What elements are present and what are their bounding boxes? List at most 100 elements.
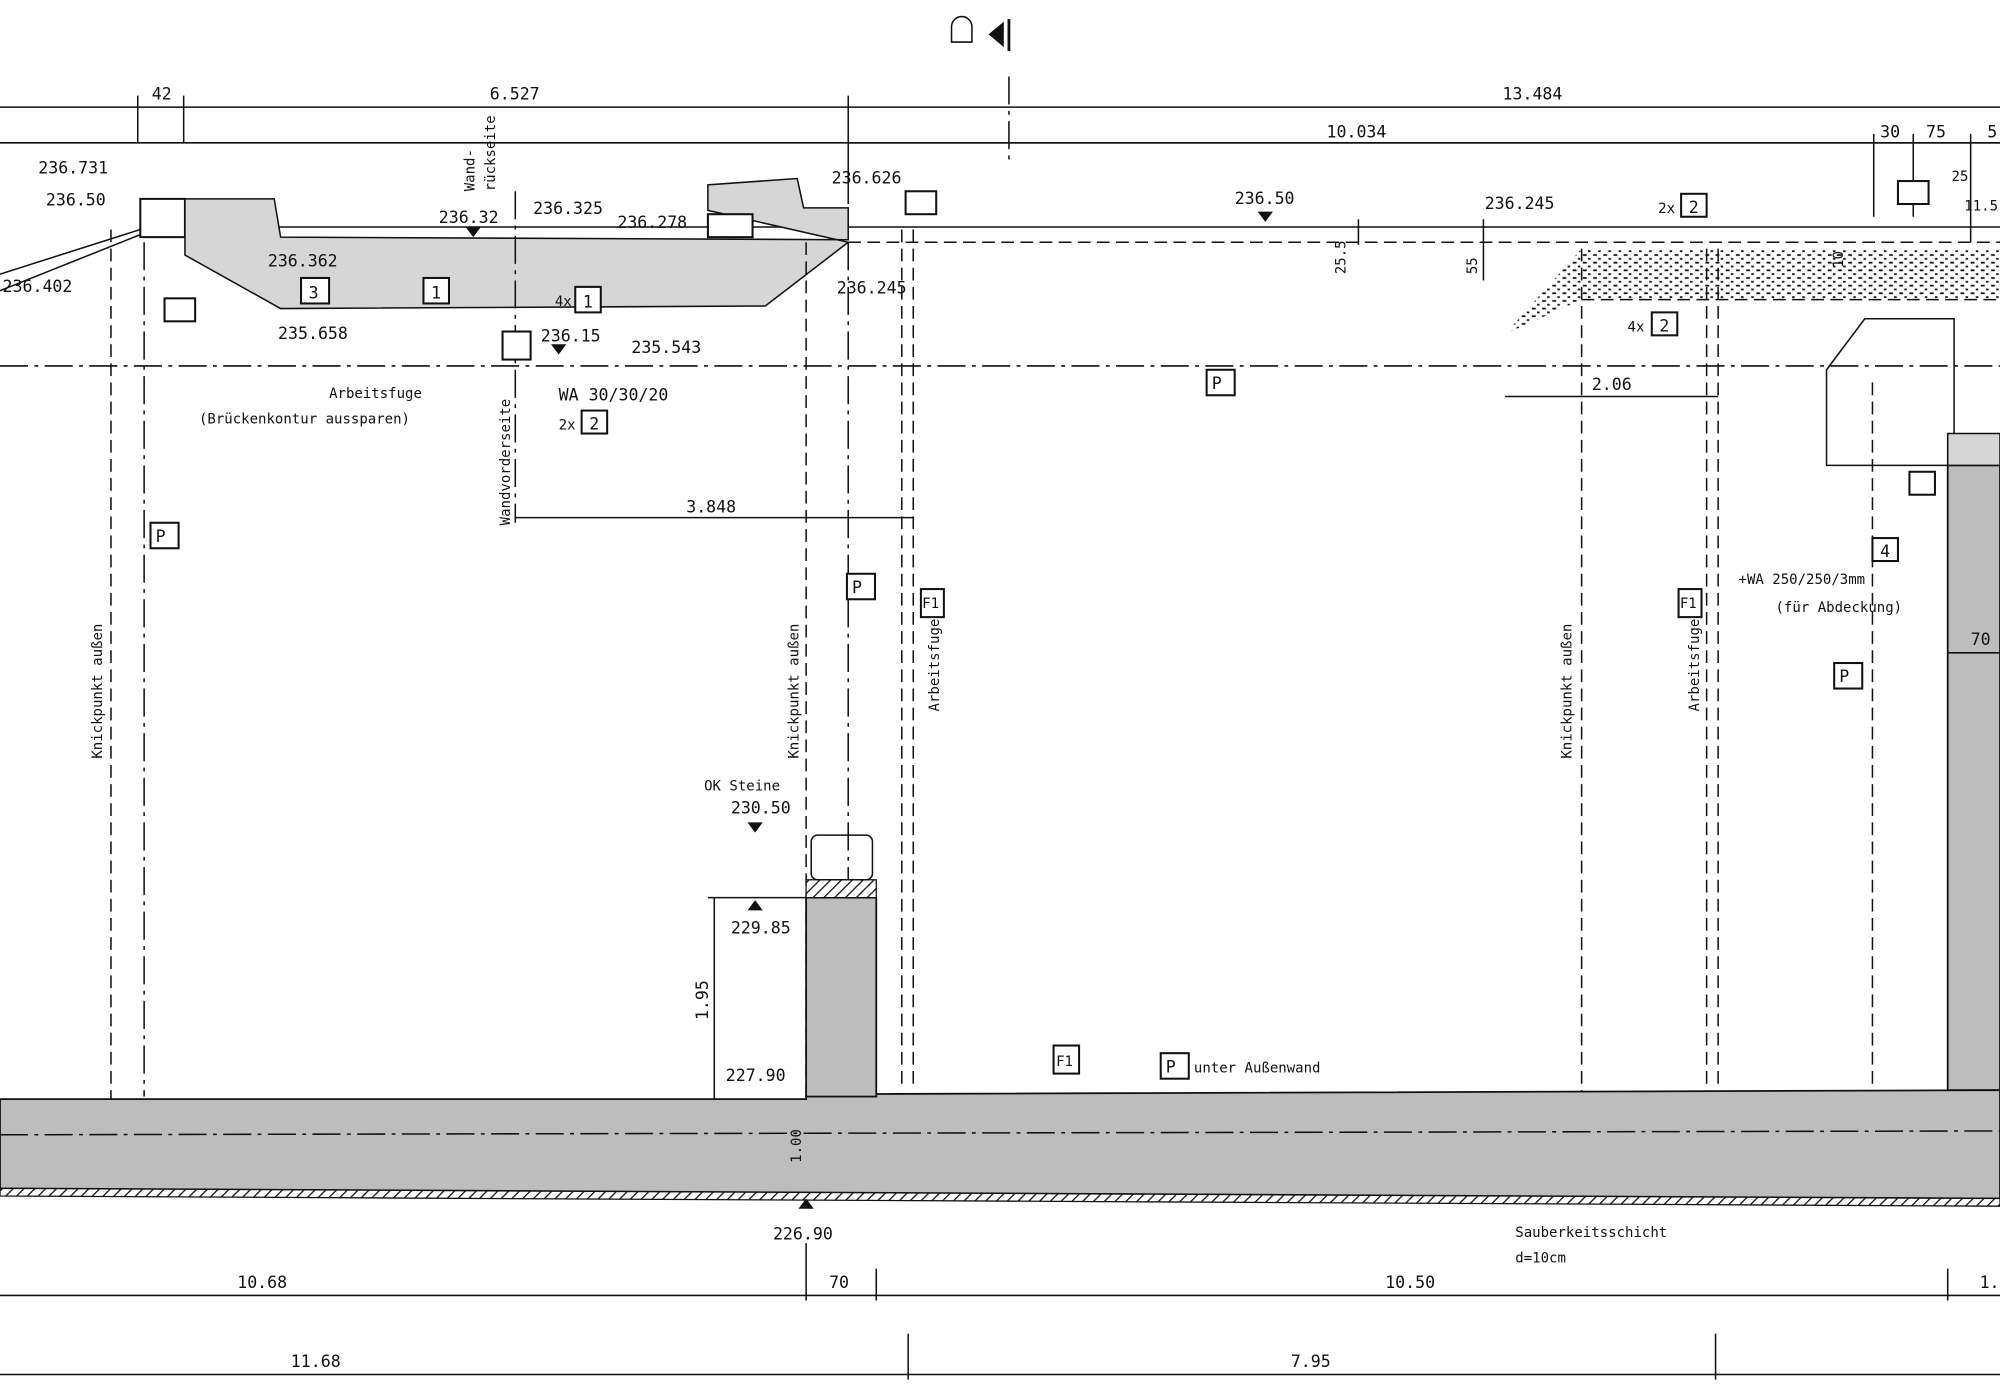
elev-22985: 229.85 [731,918,791,937]
layer-symbol-left-icon [163,297,197,323]
cover-stone [810,834,874,881]
label-2x-b: 2x [1658,201,1675,217]
label-d10cm: d=10cm [1515,1250,1566,1266]
elev-23050: 230.50 [731,798,791,817]
marker-1a [422,276,450,305]
dim-11-5: 11.5 [1964,198,1998,214]
marker-f1-3 [1677,588,1703,619]
dim-70: 70 [829,1273,849,1292]
dim-795: 7.95 [1291,1352,1331,1371]
label-brueckenkontur: (Brückenkontur aussparen) [199,411,410,427]
layer-symbol-right-icon [1896,180,1930,206]
right-wall [1946,464,2000,1092]
dim-25: 25 [1952,169,1969,185]
dim-30: 30 [1880,123,1900,142]
marker-p-2-label: P [1212,374,1222,393]
abutment-outline [1825,317,1955,467]
dim-42: 42 [152,84,172,103]
dim-206: 2.06 [1592,375,1632,394]
dim-1068: 10.68 [237,1273,287,1292]
marker-f1-2-label: F1 [922,596,939,612]
marker-f1-1-label: F1 [1056,1054,1073,1070]
marker-2a-label: 2 [589,415,599,434]
elev-236626: 236.626 [832,169,902,188]
label-unter-aussenwand: unter Außenwand [1194,1060,1321,1076]
marker-p-4 [1833,662,1864,690]
elev-236402: 236.402 [3,277,73,296]
elev-235543: 235.543 [631,338,701,357]
marker-p-3 [845,572,877,601]
elev-236245b: 236.245 [1485,194,1555,213]
dim-6527: 6.527 [490,84,540,103]
middle-wall [805,896,878,1098]
marker-p-4-label: P [1839,667,1849,686]
label-wa-250: +WA 250/250/3mm [1739,572,1866,588]
marker-p-1 [149,521,180,550]
blinding-layer [0,1187,2000,1207]
marker-2c-label: 2 [1659,317,1669,336]
elev-236325: 236.325 [533,199,603,218]
label-wa-30: WA 30/30/20 [559,385,669,404]
dim-1168: 11.68 [291,1352,341,1371]
label-knickpunkt-1: Knickpunkt außen [90,624,106,759]
marker-p-1-label: P [156,527,166,546]
elev-22790: 227.90 [726,1066,786,1085]
label-wandvorderseite: Wandvorderseite [498,399,514,526]
dim-55: 55 [1465,257,1481,274]
label-ok-steine: OK Steine [704,779,780,795]
anchor-plate-icon [501,330,532,361]
marker-2d [1908,470,1936,496]
marker-3-label: 3 [309,283,319,302]
marker-1b-label: 1 [583,292,593,311]
dim-3848: 3.848 [686,498,736,517]
section-mark-icon [950,15,1011,160]
dim-75: 75 [1926,123,1946,142]
marker-2c [1650,311,1679,337]
marker-p-5-label: P [1166,1057,1176,1076]
wall-cap-hatch [805,879,877,899]
marker-4 [1871,537,1899,563]
dim-10v: 10 [1831,251,1847,268]
paving-layer [1505,248,2000,335]
label-arbeitsfuge: Arbeitsfuge [329,386,422,402]
label-arbeitsfuge-v2: Arbeitsfuge [1687,619,1703,712]
elev-236278: 236.278 [617,213,687,232]
marker-1b [574,285,602,314]
label-knickpunkt-3: Knickpunkt außen [1559,624,1575,759]
elev-236245a: 236.245 [837,278,907,297]
marker-3 [300,276,331,305]
marker-f1-1 [1052,1044,1081,1075]
dim-13484: 13.484 [1503,84,1563,103]
layer-symbol-mid-icon [904,190,938,216]
marker-4-label: 4 [1880,542,1890,561]
dim-5: 5 [1987,123,1997,142]
dim-70-right: 70 [1971,630,1991,649]
bridge-cap-section [184,177,850,310]
marker-f1-3-label: F1 [1680,596,1697,612]
elev-23650b: 236.50 [1235,189,1295,208]
dim-10034: 10.034 [1327,123,1387,142]
label-4x-b: 4x [1628,320,1645,336]
label-2x-a: 2x [559,418,576,434]
elev-22690: 226.90 [773,1224,833,1243]
label-arbeitsfuge-v1: Arbeitsfuge [927,619,943,712]
marker-p-5 [1159,1052,1190,1080]
elev-23615: 236.15 [541,327,601,346]
top-dimension-lines [0,95,2000,243]
base-slab [0,1089,2000,1200]
elev-23632: 236.32 [439,208,499,227]
dim-195: 1.95 [693,980,712,1020]
label-4x: 4x [555,294,572,310]
label-wand: Wand- [462,149,478,191]
curb-block [139,197,186,239]
label-knickpunkt-2: Knickpunkt außen [786,624,802,759]
marker-p-2 [1205,368,1236,397]
curb-stone [706,213,754,239]
dim-1x: 1. [1980,1273,2000,1292]
dim-100: 1.00 [789,1129,805,1163]
elev-236362: 236.362 [268,251,338,270]
dim-1050: 10.50 [1385,1273,1435,1292]
marker-f1-2 [919,588,945,619]
